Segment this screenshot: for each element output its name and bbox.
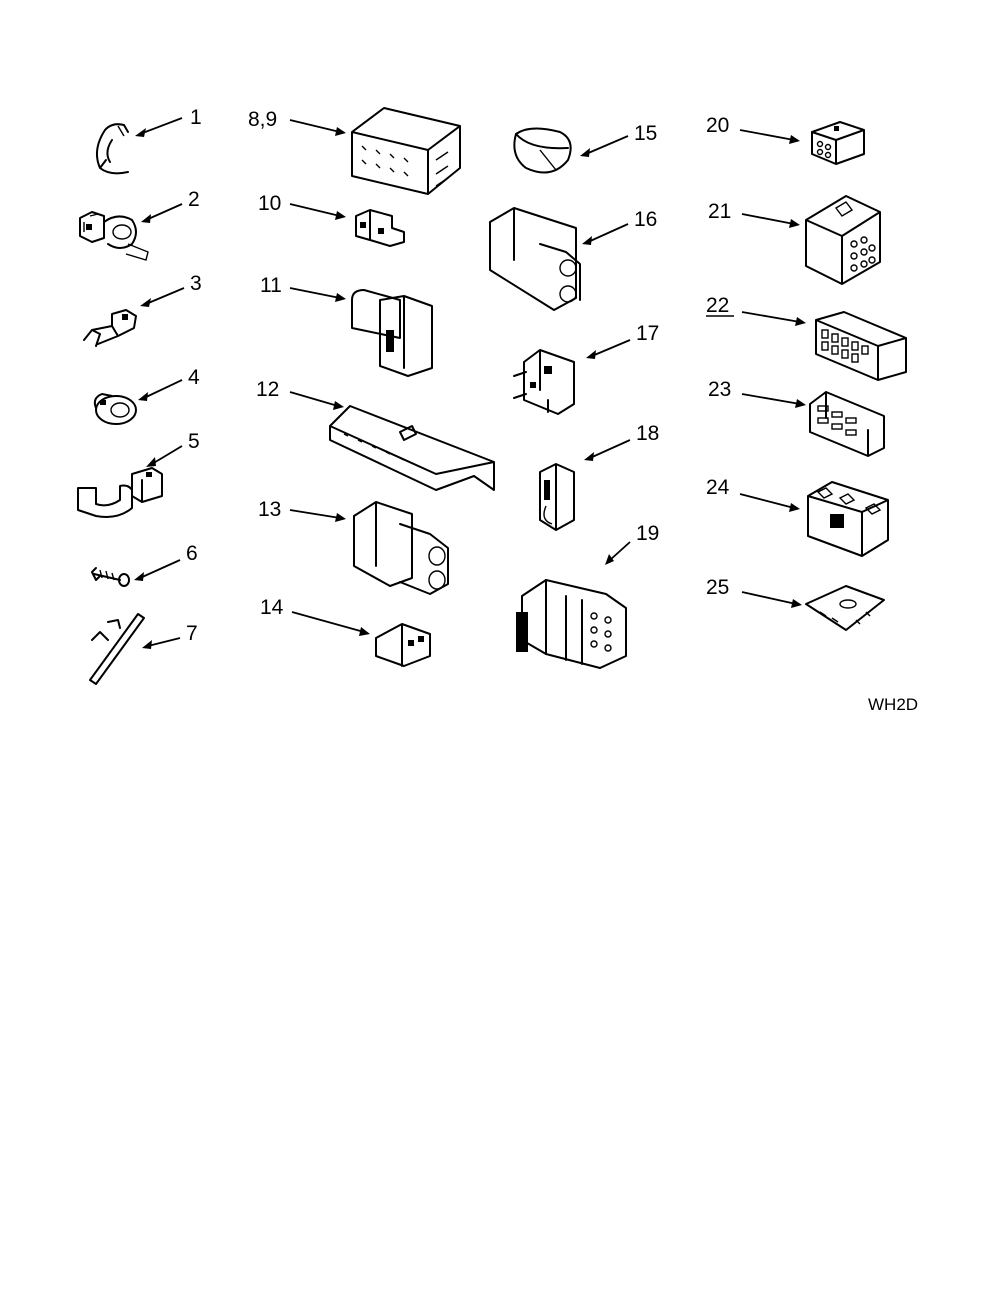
part-3-bracket [83,309,137,347]
callout-11: 11 [260,274,282,297]
leader-arrow-17 [586,339,631,359]
callout-25: 25 [706,576,729,599]
callout-19: 19 [636,522,659,545]
leader-arrow-11 [289,287,346,302]
part-2-clamp [79,211,149,261]
leader-arrow-23 [741,393,806,408]
leader-arrow-24 [739,493,800,512]
part-12-strip [329,405,495,491]
callout-20: 20 [706,114,729,137]
part-22-header [815,311,907,381]
leader-arrow-12 [289,391,344,410]
callout-16: 16 [634,208,657,231]
part-16-connector [489,207,581,311]
part-19-multi-connector [516,579,627,669]
callout-5: 5 [188,430,200,453]
callout-21: 21 [708,200,731,223]
leader-arrow-15 [580,135,629,157]
leader-arrow-18 [584,439,631,461]
callout-15: 15 [634,122,657,145]
leader-arrow-19 [605,541,631,565]
callout-13: 13 [258,498,281,521]
callout-17: 17 [636,322,659,345]
part-4-grommet [93,393,137,425]
leader-arrow-5 [146,445,183,467]
callout-10: 10 [258,192,281,215]
callout-7: 7 [186,622,198,645]
leader-arrow-14 [291,611,370,636]
leader-arrow-22 [741,311,806,326]
leader-arrow-16 [582,223,629,245]
callout-8-9: 8,9 [248,108,277,131]
part-13-connector [353,501,449,595]
leader-arrow-6 [134,559,181,581]
leader-arrow-25 [741,591,802,608]
part-1-clip [95,123,129,175]
leader-arrow-4 [138,379,183,401]
part-11-connector [351,289,433,377]
callout-6: 6 [186,542,198,565]
callout-24: 24 [706,476,730,499]
callout-3: 3 [190,272,202,295]
leader-arrow-3 [140,287,185,307]
callout-18: 18 [636,422,659,445]
leader-arrow-1 [135,117,183,137]
figure-code: WH2D [868,695,918,714]
part-15-sleeve [513,127,572,174]
callout-14: 14 [260,596,284,619]
part-18-housing [539,463,575,531]
part-6-screw [91,567,130,587]
part-10-connector [355,209,405,247]
callout-2: 2 [188,188,200,211]
part-25-terminal-plate [805,585,885,631]
leader-arrow-20 [739,129,800,144]
leader-arrow-7 [142,637,181,649]
part-5-strap-clip [77,467,163,518]
part-17-terminal-block [513,349,575,415]
part-8-9-housing [351,107,461,195]
leader-arrow-10 [289,203,346,220]
part-21-cube-connector [805,195,881,285]
part-7-retainer [89,613,145,685]
part-23-header [809,391,885,457]
leader-arrow-21 [741,213,800,228]
leader-arrow-2 [141,203,183,223]
callout-22: 22 [706,294,729,317]
leader-arrow-13 [289,509,346,522]
callout-23: 23 [708,378,731,401]
part-14-plug [375,623,431,667]
leader-arrow-8-9 [289,119,346,136]
part-20-cube-connector [811,121,865,165]
callout-4: 4 [188,366,200,389]
callout-1: 1 [190,106,202,129]
callout-12: 12 [256,378,279,401]
part-24-relay-housing [807,481,889,557]
